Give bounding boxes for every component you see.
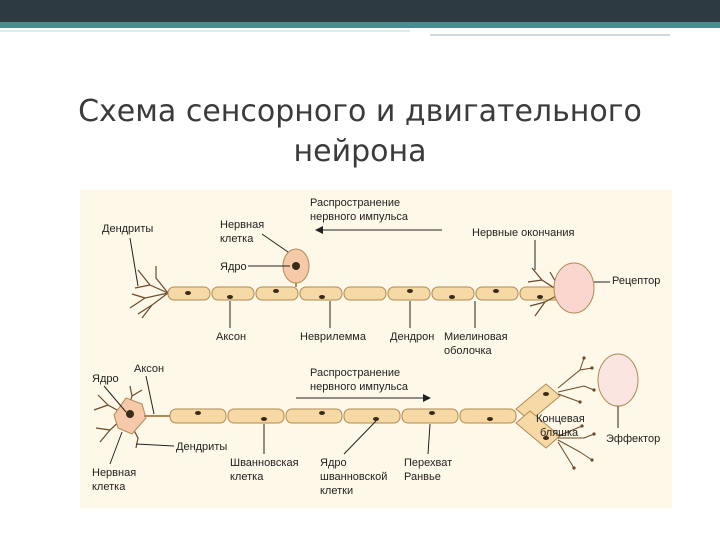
effector bbox=[597, 353, 639, 407]
label-myelin-2: оболочка bbox=[444, 345, 492, 357]
label-sensory-endings: Нервные окончания bbox=[472, 227, 574, 239]
label-motor-cell-2: клетка bbox=[92, 481, 126, 493]
label-sensory-axon: Аксон bbox=[216, 331, 246, 343]
pointer-schwann-nucleus bbox=[343, 420, 377, 455]
label-sensory-impulse-1: Распространение bbox=[310, 197, 400, 209]
slide-top-bar bbox=[0, 0, 720, 22]
label-sensory-cell-2: клетка bbox=[220, 233, 254, 245]
label-motor-nucleus: Ядро bbox=[92, 373, 119, 385]
slide-accent-line-left bbox=[0, 30, 410, 32]
label-dendron: Дендрон bbox=[390, 331, 434, 343]
label-end-plate-2: бляшка bbox=[540, 427, 579, 439]
slide-title: Схема сенсорного и двигательного нейрона bbox=[40, 92, 680, 172]
label-sensory-nucleus: Ядро bbox=[220, 261, 247, 273]
motor-end-plate-terminals bbox=[572, 356, 596, 470]
motor-neuron bbox=[93, 353, 639, 470]
label-schwann-1: Шванновская bbox=[230, 457, 299, 469]
label-ranvier-1: Перехват bbox=[404, 457, 452, 469]
label-motor-dendrites: Дендриты bbox=[176, 441, 227, 453]
pointer-motor-axon bbox=[145, 375, 155, 415]
motor-cell-nucleus bbox=[126, 410, 134, 418]
pointer-motor-dendrites bbox=[135, 443, 175, 447]
slide-accent-line bbox=[430, 34, 670, 36]
motor-myelin-nuclei bbox=[195, 411, 493, 421]
label-end-plate-1: Концевая bbox=[536, 413, 585, 425]
pointer-sensory-cell bbox=[261, 233, 289, 253]
neuron-diagram: Дендриты Нервная клетка Ядро Распростран… bbox=[92, 197, 660, 497]
label-motor-impulse-1: Распространение bbox=[310, 367, 400, 379]
receptor bbox=[553, 262, 595, 314]
motor-end-plate-fibers bbox=[557, 357, 595, 469]
slide-title-line-1: Схема сенсорного и двигательного bbox=[78, 94, 642, 129]
sensory-myelin-nuclei bbox=[185, 289, 543, 299]
label-receptor: Рецептор bbox=[612, 275, 660, 287]
label-schwann-nucleus-2: шванновской bbox=[320, 471, 387, 483]
label-ranvier-2: Ранвье bbox=[404, 471, 441, 483]
label-sensory-dendrites: Дендриты bbox=[102, 223, 153, 235]
label-motor-impulse-2: нервного импульса bbox=[310, 381, 409, 393]
label-myelin-1: Миелиновая bbox=[444, 331, 508, 343]
motor-end-branches bbox=[515, 383, 561, 449]
slide-accent-bar bbox=[0, 22, 720, 28]
label-sensory-cell-1: Нервная bbox=[220, 219, 264, 231]
pointer-sensory-dendrites bbox=[129, 237, 139, 287]
pointer-motor-nucleus bbox=[103, 385, 127, 413]
label-sensory-impulse-2: нервного импульса bbox=[310, 211, 409, 223]
sensory-cell-nucleus bbox=[292, 262, 300, 270]
neuron-figure: Дендриты Нервная клетка Ядро Распростран… bbox=[80, 190, 672, 508]
sensory-neuron bbox=[129, 248, 595, 319]
label-schwann-2: клетка bbox=[230, 471, 264, 483]
sensory-dendrites-branches bbox=[129, 266, 169, 319]
pointer-motor-cell bbox=[109, 431, 123, 465]
sensory-myelin-segments bbox=[167, 286, 563, 301]
motor-end-nuclei bbox=[543, 392, 549, 440]
label-motor-cell-1: Нервная bbox=[92, 467, 136, 479]
pointer-ranvier bbox=[427, 423, 431, 455]
slide-title-line-2: нейрона bbox=[293, 134, 427, 169]
motor-myelin-segments bbox=[169, 408, 517, 424]
label-effector: Эффектор bbox=[606, 433, 660, 445]
label-neurilemma: Неврилемма bbox=[300, 331, 367, 343]
label-motor-axon: Аксон bbox=[134, 363, 164, 375]
label-schwann-nucleus-1: Ядро bbox=[320, 457, 347, 469]
label-schwann-nucleus-3: клетки bbox=[320, 485, 353, 497]
